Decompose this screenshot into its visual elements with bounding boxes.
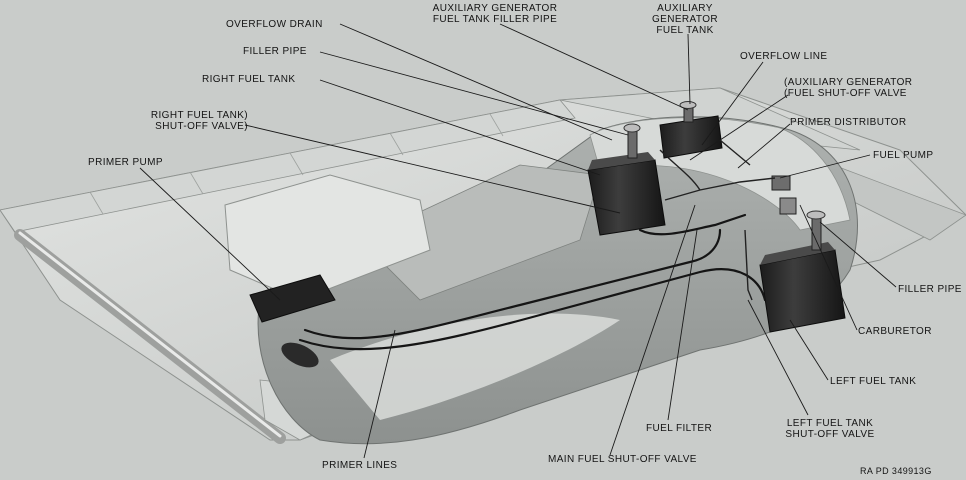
fuel-pump-shape <box>771 175 797 215</box>
label-overflow-line: OVERFLOW LINE <box>740 51 828 62</box>
label-aux-filler-pipe-line1: AUXILIARY GENERATOR <box>432 3 558 14</box>
label-fuel-filter: FUEL FILTER <box>646 423 713 434</box>
label-filler-pipe-right: FILLER PIPE <box>243 46 307 57</box>
flap-panel-lines <box>89 113 504 215</box>
fuel-lines <box>298 139 776 351</box>
label-left-shutoff-line1: LEFT FUEL TANK <box>786 418 874 429</box>
label-aux-fuel-tank-line3: FUEL TANK <box>656 25 714 36</box>
wing-flap-strip <box>0 99 576 233</box>
floor-light-patch <box>330 313 620 420</box>
label-aux-shutoff-valve: (AUXILIARY GENERATOR (FUEL SHUT-OFF VALV… <box>784 77 912 99</box>
label-fuel-pump: FUEL PUMP <box>873 150 934 161</box>
reference-number: RA PD 349913G <box>860 466 932 476</box>
label-aux-fuel-tank-line1: AUXILIARY <box>657 3 713 14</box>
label-right-shutoff-valve: RIGHT FUEL TANK) SHUT-OFF VALVE) <box>130 110 248 132</box>
label-left-shutoff-valve: LEFT FUEL TANK SHUT-OFF VALVE <box>770 418 890 440</box>
left-fuel-tank-shape <box>759 210 846 333</box>
label-aux-fuel-tank: AUXILIARY GENERATOR FUEL TANK <box>645 3 725 36</box>
label-aux-filler-pipe-line2: FUEL TANK FILLER PIPE <box>432 14 558 25</box>
primer-pump-shape <box>249 274 336 368</box>
leader-lines <box>139 23 897 459</box>
label-overflow-drain: OVERFLOW DRAIN <box>226 19 323 30</box>
label-filler-pipe-left: FILLER PIPE <box>898 284 962 295</box>
label-left-shutoff-line2: SHUT-OFF VALVE <box>785 429 875 440</box>
label-aux-filler-pipe: AUXILIARY GENERATOR FUEL TANK FILLER PIP… <box>420 3 570 25</box>
aux-generator-fuel-tank-shape <box>659 101 723 159</box>
label-aux-shutoff-line1: (AUXILIARY GENERATOR <box>784 77 913 88</box>
fuel-tank-bay-cover <box>224 174 431 301</box>
label-aux-shutoff-line2: (FUEL SHUT-OFF VALVE <box>784 88 907 99</box>
label-aux-fuel-tank-line2: GENERATOR <box>651 14 719 25</box>
right-fuel-tank-shape <box>587 123 666 236</box>
label-primer-distributor: PRIMER DISTRIBUTOR <box>790 117 907 128</box>
cutaway-interior <box>224 116 858 445</box>
label-right-fuel-tank: RIGHT FUEL TANK <box>202 74 296 85</box>
label-left-fuel-tank: LEFT FUEL TANK <box>830 376 917 387</box>
label-right-shutoff-line1: RIGHT FUEL TANK) <box>150 110 248 121</box>
label-carburetor: CARBURETOR <box>858 326 932 337</box>
label-right-shutoff-line2: SHUT-OFF VALVE) <box>155 121 248 132</box>
rib-wall-center <box>359 164 601 301</box>
label-primer-pump: PRIMER PUMP <box>88 157 163 168</box>
label-main-shutoff-valve: MAIN FUEL SHUT-OFF VALVE <box>548 454 697 465</box>
label-primer-lines: PRIMER LINES <box>322 460 398 471</box>
wing-spar-tube <box>14 229 286 444</box>
